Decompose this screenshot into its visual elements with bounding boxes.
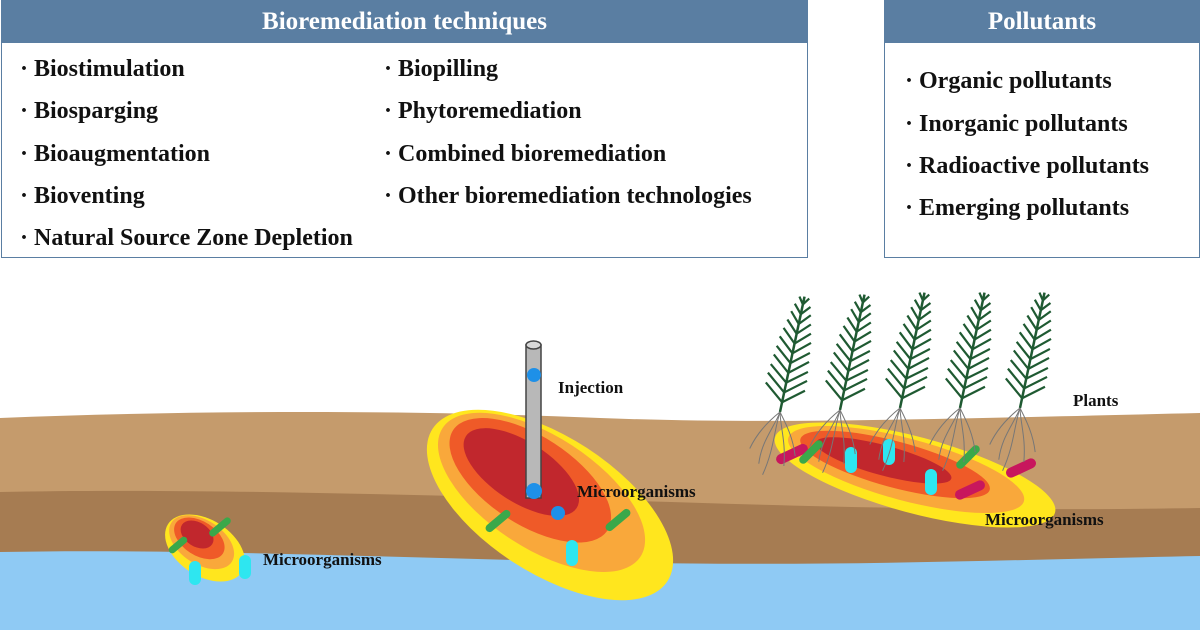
technique-item: · Phytoremediation bbox=[384, 98, 582, 124]
techniques-panel: Bioremediation techniques · Biostimulati… bbox=[1, 0, 808, 258]
technique-item: · Biostimulation bbox=[20, 56, 185, 82]
technique-item: · Bioaugmentation bbox=[20, 141, 211, 167]
label-microorganisms-left: Microorganisms bbox=[263, 550, 382, 569]
technique-item: · Other bioremediation technologies bbox=[384, 183, 752, 209]
technique-item: · Bioventing bbox=[20, 183, 145, 209]
label-plants: Plants bbox=[1073, 391, 1119, 410]
technique-item: · Biosparging bbox=[20, 98, 159, 124]
microorganisms-left bbox=[168, 517, 251, 585]
technique-item: · Natural Source Zone Depletion bbox=[20, 225, 353, 251]
label-injection: Injection bbox=[558, 378, 624, 397]
pollutant-item: · Emerging pollutants bbox=[905, 195, 1130, 221]
injection-dot bbox=[551, 506, 565, 520]
label-microorganisms-center: Microorganisms bbox=[577, 482, 696, 501]
technique-item: · Combined bioremediation bbox=[384, 141, 667, 167]
pollutant-item: · Organic pollutants bbox=[905, 68, 1112, 94]
microorganisms-center bbox=[485, 508, 631, 566]
plume-left bbox=[165, 514, 245, 582]
label-microorganisms-right: Microorganisms bbox=[985, 510, 1104, 529]
techniques-title: Bioremediation techniques bbox=[2, 1, 807, 43]
microorganisms-right bbox=[776, 439, 1036, 500]
injection-dot bbox=[527, 368, 541, 382]
pollutant-item: · Inorganic pollutants bbox=[905, 111, 1128, 137]
pollutants-panel: Pollutants · Organic pollutants · Inorga… bbox=[884, 0, 1200, 258]
injection-dot bbox=[526, 483, 542, 499]
injection-pipe bbox=[525, 340, 542, 499]
technique-item: · Biopilling bbox=[384, 56, 499, 82]
pollutant-item: · Radioactive pollutants bbox=[905, 153, 1150, 179]
pollutants-title: Pollutants bbox=[885, 1, 1199, 43]
